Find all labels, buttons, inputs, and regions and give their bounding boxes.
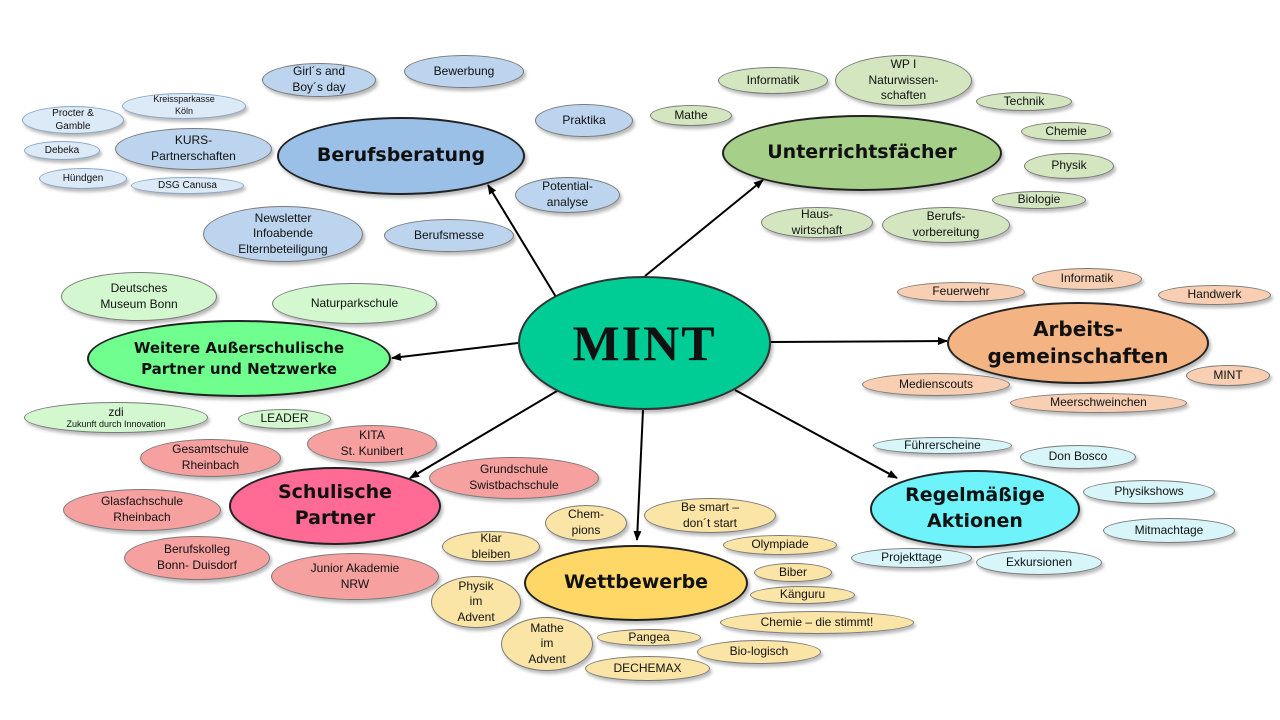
leaf-wp-naturwissenschaften: WP I Naturwissen- schaften [835, 55, 972, 106]
node-wettbewerbe: Wettbewerbe [524, 545, 748, 621]
leaf-berufsmesse: Berufsmesse [384, 219, 514, 252]
leaf-mathe-fach: Mathe [650, 105, 732, 126]
leaf-chemie-fach: Chemie [1021, 122, 1111, 141]
leaf-kaenguru: Känguru [750, 586, 855, 604]
node-berufsberatung: Berufsberatung [277, 117, 525, 195]
leaf-procter-gamble: Procter & Gamble [22, 106, 124, 134]
leaf-glasfachschule-rheinbach: Glasfachschule Rheinbach [63, 489, 221, 531]
leaf-technik: Technik [976, 92, 1072, 111]
leaf-potentialanalyse: Potential- analyse [515, 177, 620, 213]
leaf-bewerbung: Bewerbung [404, 55, 524, 88]
node-schulische-partner: Schulische Partner [229, 467, 441, 545]
leaf-medienscouts: Medienscouts [862, 373, 1010, 396]
leaf-exkursionen: Exkursionen [976, 550, 1102, 575]
leaf-fuehrerscheine: Führerscheine [873, 437, 1012, 454]
leaf-mint-ag: MINT [1186, 365, 1270, 386]
leaf-feuerwehr: Feuerwehr [897, 282, 1025, 302]
node-unterrichtsfaecher: Unterrichtsfächer [722, 115, 1002, 191]
leaf-physik-im-advent: Physik im Advent [431, 576, 521, 628]
leaf-pangea: Pangea [597, 629, 701, 646]
leaf-handwerk: Handwerk [1158, 285, 1271, 305]
arrow-to-unterrichtsfaecher [644, 179, 764, 277]
leaf-projekttage: Projekttage [851, 548, 972, 568]
leaf-don-bosco: Don Bosco [1020, 445, 1136, 469]
arrow-to-wettbewerbe [633, 409, 644, 541]
arrow-to-weitere-partner [391, 342, 519, 361]
leaf-be-smart: Be smart – don´t start [644, 498, 776, 533]
leaf-dechemax: DECHEMAX [585, 656, 710, 681]
arrow-to-regelmaessige-aktionen [734, 389, 898, 479]
leaf-debeka: Debeka [24, 141, 100, 160]
leaf-biber: Biber [754, 563, 832, 582]
leaf-praktika: Praktika [535, 104, 633, 137]
leaf-deutsches-museum-bonn: Deutsches Museum Bonn [61, 272, 217, 321]
leaf-hauswirtschaft: Haus- wirtschaft [761, 207, 873, 238]
leaf-informatik-ag: Informatik [1032, 268, 1142, 290]
leaf-mathe-im-advent: Mathe im Advent [501, 617, 593, 671]
leaf-kita-st-kunibert: KITA St. Kunibert [307, 425, 437, 463]
leaf-zdi: zdi Zukunft durch Innovation [24, 402, 208, 433]
leaf-meerschweinchen: Meerschweinchen [1010, 393, 1187, 413]
leaf-informatik-fach: Informatik [718, 67, 828, 94]
leaf-biologie-fach: Biologie [992, 191, 1086, 209]
leaf-berufsvorbereitung: Berufs- vorbereitung [882, 207, 1010, 243]
node-weitere-partner: Weitere Außerschulische Partner und Netz… [87, 320, 391, 397]
node-arbeitsgemeinschaften: Arbeits- gemeinschaften [947, 302, 1209, 384]
zdi-label: zdi [108, 404, 124, 419]
leaf-bio-logisch: Bio-logisch [697, 640, 821, 664]
leaf-naturparkschule: Naturparkschule [272, 283, 437, 324]
leaf-berufskolleg-bonn-duisdorf: Berufskolleg Bonn- Duisdorf [124, 536, 270, 580]
center-node-mint: MINT [518, 276, 771, 410]
leaf-kurs-partnerschaften: KURS- Partnerschaften [115, 128, 272, 170]
leaf-gesamtschule-rheinbach: Gesamtschule Rheinbach [140, 439, 281, 477]
leaf-newsletter: Newsletter Infoabende Elternbeteiligung [203, 206, 363, 262]
leaf-klar-bleiben: Klar bleiben [442, 531, 540, 562]
leaf-mitmachtage: Mitmachtage [1103, 518, 1235, 543]
leaf-grundschule-swistbachschule: Grundschule Swistbachschule [429, 457, 599, 499]
leaf-champions: Chem- pions [545, 505, 627, 541]
leaf-olympiade: Olympiade [723, 535, 837, 555]
leaf-junior-akademie-nrw: Junior Akademie NRW [271, 553, 439, 600]
leaf-leader: LEADER [238, 409, 331, 429]
leaf-dsg-canusa: DSG Canusa [131, 177, 244, 194]
zdi-full-label: Zukunft durch Innovation [66, 419, 166, 430]
arrow-to-arbeitsgemeinschaften [770, 337, 948, 346]
leaf-kreissparkasse: Kreissparkasse Köln [122, 93, 246, 119]
leaf-girls-boys-day: Girl´s and Boy´s day [262, 63, 376, 97]
node-regelmaessige-aktionen: Regelmäßige Aktionen [870, 470, 1080, 548]
leaf-chemie-die-stimmt: Chemie – die stimmt! [720, 611, 914, 634]
leaf-physik-fach: Physik [1024, 153, 1114, 179]
leaf-physikshows: Physikshows [1083, 480, 1215, 504]
leaf-huendgen: Hündgen [39, 168, 127, 189]
